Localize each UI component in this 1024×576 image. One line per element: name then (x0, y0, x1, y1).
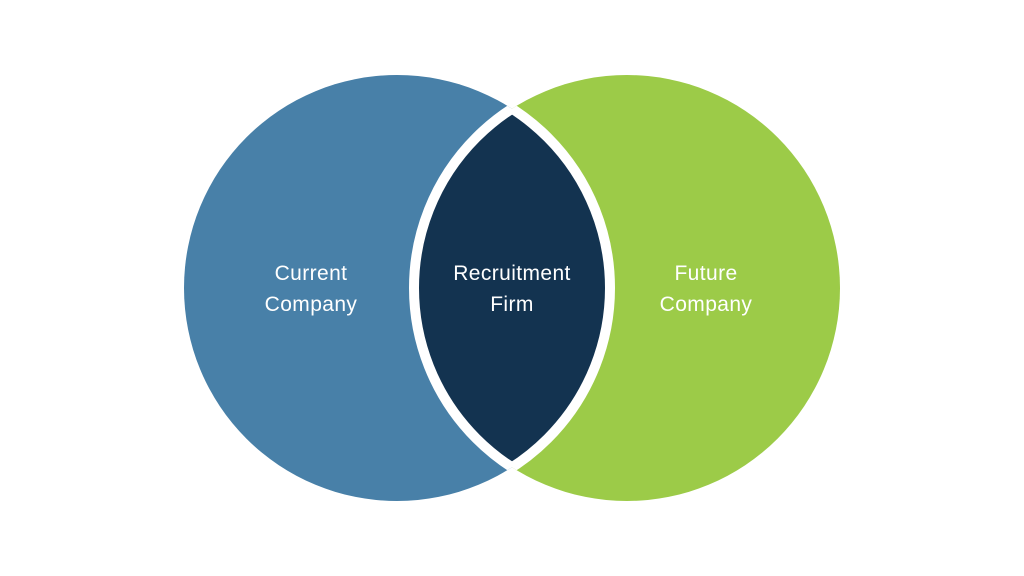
right-label-line2: Company (660, 293, 753, 316)
overlap-label-line2: Firm (490, 293, 534, 316)
overlap-region-recruitment-firm (414, 75, 615, 501)
left-label-line1: Current (275, 262, 348, 285)
overlap-label-line1: Recruitment (453, 262, 571, 285)
left-label-line2: Company (265, 293, 358, 316)
overlap-right-outline (409, 75, 610, 501)
right-label-line1: Future (674, 262, 737, 285)
